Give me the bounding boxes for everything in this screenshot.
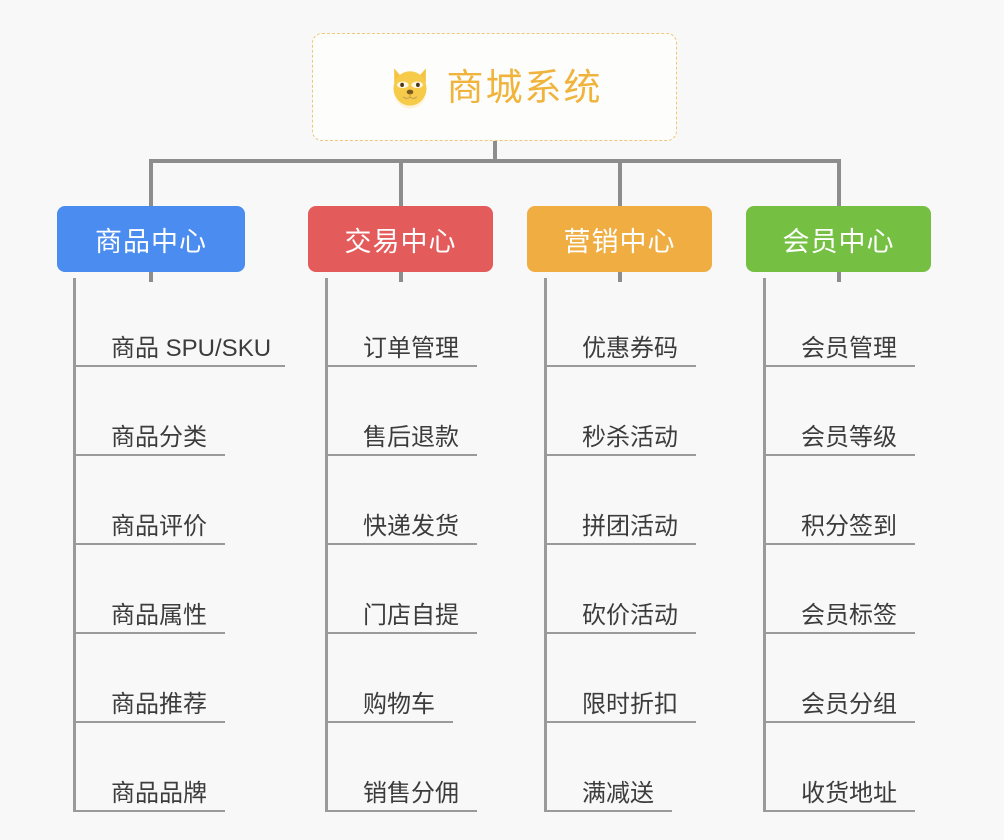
sub-item-trade-center-2[interactable]: 快递发货 [325,456,477,545]
connector-stem-trade-center [399,272,403,282]
sub-item-member-center-0[interactable]: 会员管理 [763,278,915,367]
connector-stem-product-center [149,272,153,282]
sub-item-underline [763,810,915,812]
category-box-product-center[interactable]: 商品中心 [57,206,245,272]
sub-item-trade-center-1[interactable]: 售后退款 [325,367,477,456]
connector-drop-1 [149,159,153,206]
sub-item-marketing-center-0[interactable]: 优惠券码 [544,278,696,367]
sub-item-trade-center-3[interactable]: 门店自提 [325,545,477,634]
sub-item-label: 积分签到 [801,512,897,540]
sub-item-product-center-5[interactable]: 商品品牌 [73,723,225,812]
sub-item-underline [544,543,696,545]
sub-item-product-center-1[interactable]: 商品分类 [73,367,225,456]
sub-item-label: 限时折扣 [582,690,678,718]
sub-item-label: 售后退款 [363,423,459,451]
category-box-marketing-center[interactable]: 营销中心 [527,206,712,272]
sub-item-underline [73,454,225,456]
sub-item-underline [325,543,477,545]
root-node-商城系统[interactable]: 商城系统 [312,33,677,141]
sub-item-label: 优惠券码 [582,334,678,362]
sub-item-marketing-center-2[interactable]: 拼团活动 [544,456,696,545]
connector-drop-2 [399,159,403,206]
category-label-marketing-center: 营销中心 [563,226,676,257]
sub-item-underline [73,543,225,545]
sub-item-underline [73,365,285,367]
sub-item-marketing-center-1[interactable]: 秒杀活动 [544,367,696,456]
sub-item-trade-center-0[interactable]: 订单管理 [325,278,477,367]
sub-item-underline [763,632,915,634]
sub-item-label: 会员等级 [801,423,897,451]
category-label-member-center: 会员中心 [782,226,895,257]
sub-item-member-center-1[interactable]: 会员等级 [763,367,915,456]
sub-item-marketing-center-5[interactable]: 满减送 [544,723,672,812]
sub-item-label: 会员标签 [801,601,897,629]
sub-item-underline [544,365,696,367]
sub-item-underline [73,721,225,723]
sub-item-marketing-center-3[interactable]: 砍价活动 [544,545,696,634]
category-label-product-center: 商品中心 [95,226,207,257]
sub-item-underline [763,454,915,456]
sub-item-label: 商品 SPU/SKU [111,334,272,362]
sub-item-underline [763,721,915,723]
sub-item-label: 商品属性 [111,601,207,629]
sub-item-underline [73,810,225,812]
sub-item-trade-center-4[interactable]: 购物车 [325,634,453,723]
sub-item-underline [763,365,915,367]
connector-stem-marketing-center [618,272,622,282]
sub-item-label: 满减送 [582,779,654,807]
sub-item-label: 订单管理 [363,334,459,362]
sub-item-label: 会员分组 [801,690,897,718]
column-spine-marketing-center [544,278,547,812]
sub-item-label: 秒杀活动 [582,423,678,451]
column-spine-product-center [73,278,76,812]
sub-item-member-center-3[interactable]: 会员标签 [763,545,915,634]
connector-horizontal-bus [149,159,841,163]
connector-drop-3 [618,159,622,206]
sub-item-trade-center-5[interactable]: 销售分佣 [325,723,477,812]
connector-drop-4 [837,159,841,206]
dog-face-icon [392,68,427,109]
sub-item-underline [325,721,453,723]
sub-item-underline [325,810,477,812]
sub-item-underline [544,632,696,634]
sub-item-label: 商品分类 [111,423,207,451]
connector-root-stem [493,141,497,162]
sub-item-underline [544,454,696,456]
column-spine-trade-center [325,278,328,812]
sub-item-label: 商品品牌 [111,779,207,807]
sub-item-underline [325,632,477,634]
sub-item-member-center-5[interactable]: 收货地址 [763,723,915,812]
column-spine-member-center [763,278,766,812]
sub-item-label: 商品推荐 [111,690,207,718]
sub-item-label: 收货地址 [801,779,897,807]
sub-item-product-center-0[interactable]: 商品 SPU/SKU [73,278,285,367]
sub-item-label: 销售分佣 [363,779,459,807]
sub-item-label: 砍价活动 [582,601,678,629]
sub-item-label: 门店自提 [363,601,459,629]
category-box-member-center[interactable]: 会员中心 [746,206,931,272]
connector-stem-member-center [837,272,841,282]
sub-item-underline [325,454,477,456]
sub-item-label: 会员管理 [801,334,897,362]
sub-item-label: 购物车 [363,690,435,718]
sub-item-underline [544,810,672,812]
sub-item-product-center-4[interactable]: 商品推荐 [73,634,225,723]
sub-item-label: 快递发货 [363,512,459,540]
sub-item-product-center-2[interactable]: 商品评价 [73,456,225,545]
sub-item-label: 拼团活动 [582,512,678,540]
sub-item-member-center-4[interactable]: 会员分组 [763,634,915,723]
category-box-trade-center[interactable]: 交易中心 [308,206,493,272]
sub-item-underline [73,632,225,634]
sub-item-underline [763,543,915,545]
category-label-trade-center: 交易中心 [344,226,457,257]
sub-item-underline [325,365,477,367]
sub-item-member-center-2[interactable]: 积分签到 [763,456,915,545]
root-title: 商城系统 [446,66,603,108]
sub-item-underline [544,721,696,723]
sub-item-label: 商品评价 [111,512,207,540]
sub-item-product-center-3[interactable]: 商品属性 [73,545,225,634]
sub-item-marketing-center-4[interactable]: 限时折扣 [544,634,696,723]
